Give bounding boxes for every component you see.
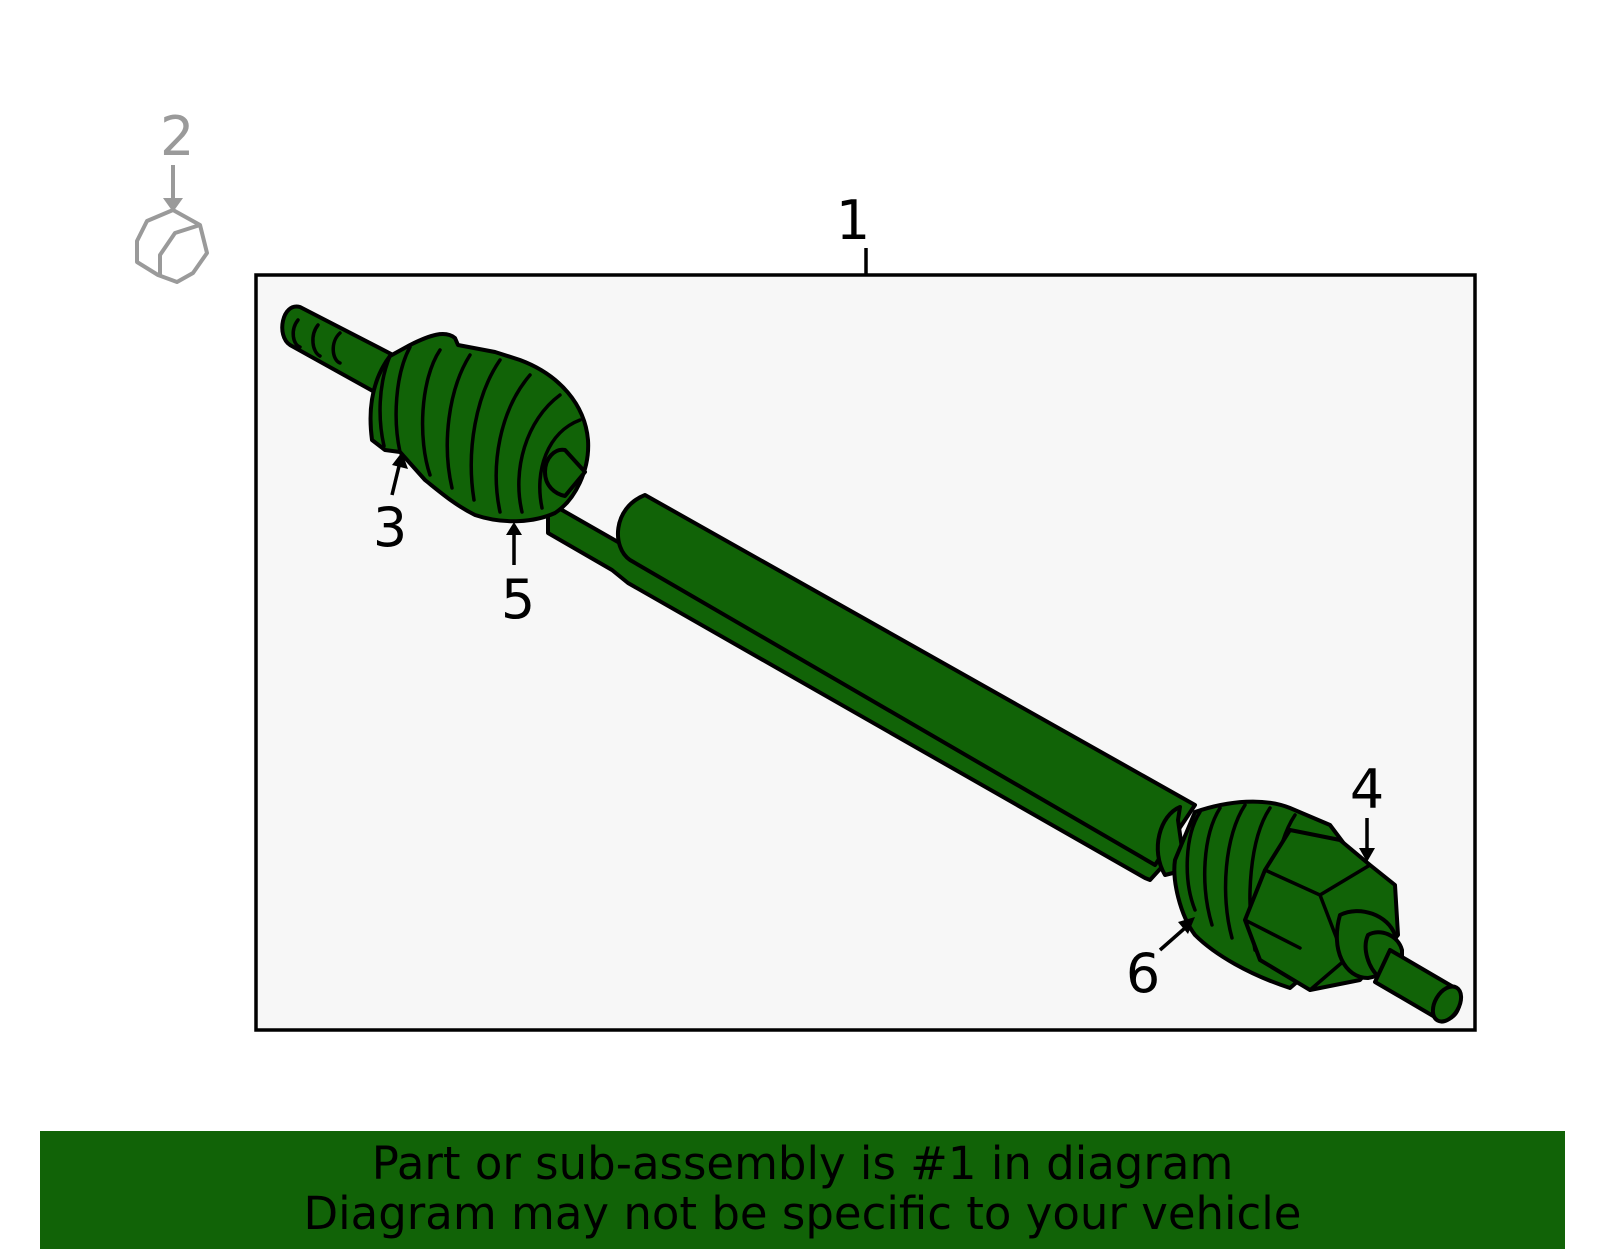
callout-1[interactable]: 1 [836, 189, 870, 275]
arrow-line [1158, 926, 1187, 952]
callout-2[interactable]: 2 [160, 105, 194, 212]
callout-5-label: 5 [501, 568, 535, 631]
callout-6[interactable]: 6 [1126, 917, 1195, 1005]
arrow-head-icon [163, 198, 183, 212]
callout-2-label: 2 [160, 105, 194, 168]
nut-icon[interactable] [135, 208, 209, 284]
callout-3[interactable]: 3 [373, 452, 408, 559]
banner-line-2: Diagram may not be specific to your vehi… [303, 1187, 1302, 1240]
banner-line-1: Part or sub-assembly is #1 in diagram [371, 1137, 1234, 1190]
callout-4[interactable]: 4 [1350, 758, 1384, 862]
callout-1-label: 1 [836, 189, 870, 252]
arrow-head-icon [1359, 848, 1375, 862]
arrow-head-icon [506, 522, 522, 535]
callout-4-label: 4 [1350, 758, 1384, 821]
inner-boot[interactable] [368, 332, 591, 524]
callout-3-label: 3 [373, 496, 407, 559]
callout-6-label: 6 [1126, 942, 1160, 1005]
disclaimer-banner: Part or sub-assembly is #1 in diagram Di… [40, 1131, 1565, 1249]
arrow-line [390, 461, 402, 496]
arrow-head-icon [392, 452, 408, 469]
callout-5[interactable]: 5 [501, 522, 535, 631]
outer-joint[interactable] [1243, 828, 1467, 1026]
arrow-head-icon [1178, 917, 1195, 934]
